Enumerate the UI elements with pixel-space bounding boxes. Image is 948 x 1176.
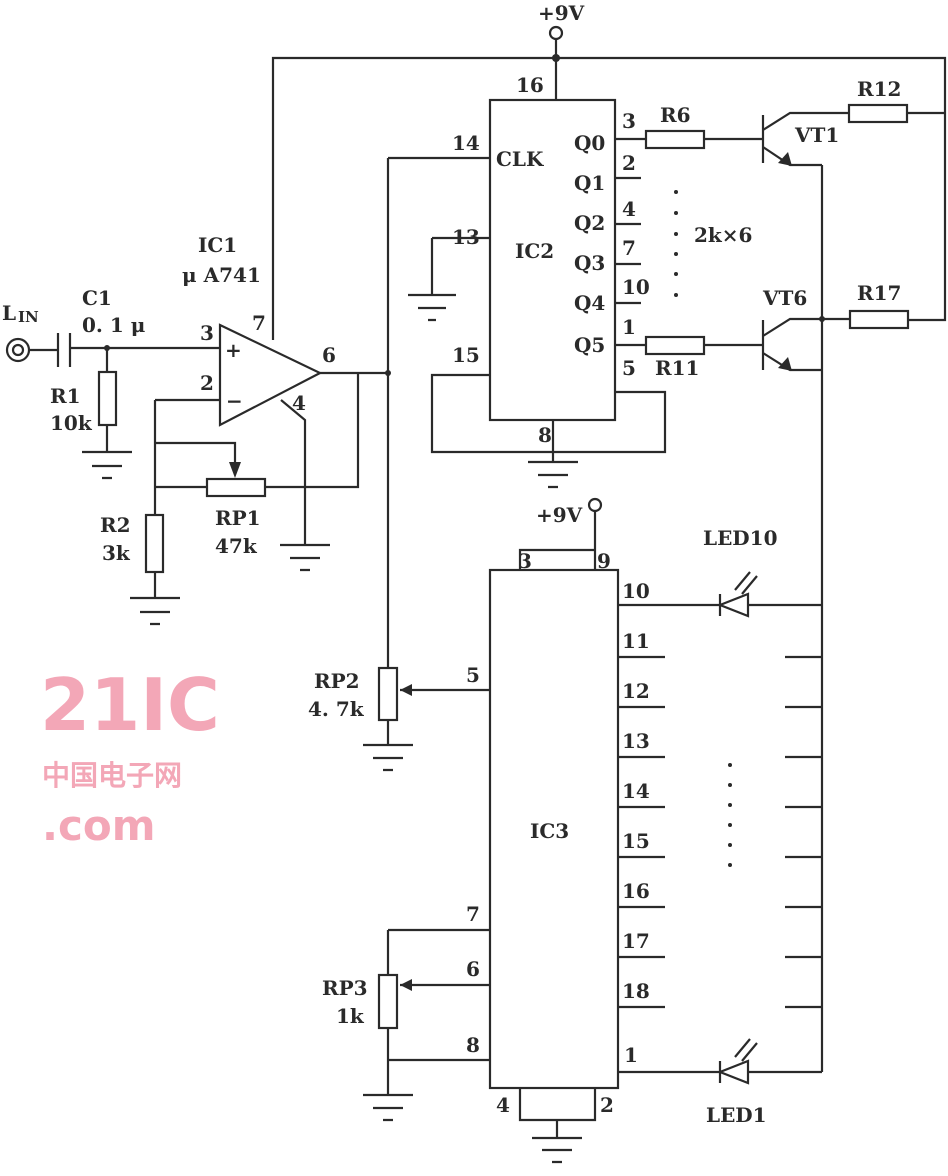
svg-text:1: 1 xyxy=(624,1043,638,1067)
ellipsis-dots xyxy=(674,190,678,297)
svg-text:15: 15 xyxy=(452,343,480,367)
input-sub: IN xyxy=(18,308,39,326)
svg-text:VT6: VT6 xyxy=(762,286,807,310)
potentiometer-rp3: RP3 1k xyxy=(322,973,399,1030)
resistor-r2: R2 3k xyxy=(100,513,165,574)
svg-text:6: 6 xyxy=(466,957,480,981)
resistor-r12: R12 xyxy=(847,77,909,124)
svg-text:1k: 1k xyxy=(336,1004,365,1028)
potentiometer-rp1: RP1 47k xyxy=(205,477,267,558)
svg-text:2: 2 xyxy=(622,151,636,175)
led10: LED10 xyxy=(703,526,777,618)
svg-text:Q3: Q3 xyxy=(574,251,605,275)
svg-text:Q4: Q4 xyxy=(574,291,605,315)
svg-text:9: 9 xyxy=(597,549,611,573)
svg-text:16: 16 xyxy=(516,73,544,97)
input-jack: L IN xyxy=(2,301,220,363)
svg-text:Q5: Q5 xyxy=(574,333,605,357)
svg-text:14: 14 xyxy=(452,131,480,155)
transistor-vt1: VT1 xyxy=(761,111,849,167)
svg-text:R6: R6 xyxy=(660,103,691,127)
ic3-display-driver: +9V 3 9 IC3 5 7 6 8 4 2 1 10 11 12 13 14… xyxy=(363,497,822,1164)
svg-text:7: 7 xyxy=(622,236,636,260)
resistor-r17: R17 xyxy=(848,281,910,330)
svg-text:1: 1 xyxy=(622,315,636,339)
svg-text:10: 10 xyxy=(622,275,650,299)
svg-text:RP2: RP2 xyxy=(314,669,360,693)
watermark-small: 中国电子网 xyxy=(42,759,182,792)
svg-text:6: 6 xyxy=(322,343,336,367)
svg-text:0. 1 μ: 0. 1 μ xyxy=(82,313,145,337)
svg-text:IC1: IC1 xyxy=(198,233,237,257)
svg-text:5: 5 xyxy=(466,663,480,687)
svg-text:3: 3 xyxy=(200,321,214,345)
svg-text:−: − xyxy=(226,389,243,413)
svg-text:4: 4 xyxy=(622,197,636,221)
svg-text:+: + xyxy=(225,338,242,362)
svg-text:VT1: VT1 xyxy=(794,123,839,147)
svg-text:14: 14 xyxy=(622,779,650,803)
resistor-r11: R11 xyxy=(644,335,706,380)
svg-text:Q0: Q0 xyxy=(574,131,605,155)
transistor-vt6: VT6 xyxy=(761,286,850,372)
svg-text:R1: R1 xyxy=(50,384,81,408)
svg-text:7: 7 xyxy=(252,311,266,335)
svg-text:13: 13 xyxy=(622,729,650,753)
svg-text:IC3: IC3 xyxy=(530,819,569,843)
svg-text:LED1: LED1 xyxy=(706,1103,767,1127)
resistor-r1: R1 10k xyxy=(50,345,132,480)
svg-text:3: 3 xyxy=(622,109,636,133)
svg-text:RP1: RP1 xyxy=(215,506,261,530)
svg-text:IC2: IC2 xyxy=(515,239,554,263)
svg-text:8: 8 xyxy=(466,1033,480,1057)
capacitor-c1: C1 0. 1 μ xyxy=(56,286,145,367)
svg-text:RP3: RP3 xyxy=(322,976,368,1000)
svg-text:8: 8 xyxy=(538,423,552,447)
svg-text:Q1: Q1 xyxy=(574,171,605,195)
svg-text:2k×6: 2k×6 xyxy=(694,223,752,247)
svg-text:4: 4 xyxy=(496,1093,510,1117)
svg-text:3k: 3k xyxy=(102,541,131,565)
svg-text:2: 2 xyxy=(600,1093,614,1117)
svg-text:R12: R12 xyxy=(857,77,901,101)
svg-text:3: 3 xyxy=(518,549,532,573)
led1: LED1 xyxy=(706,1038,767,1127)
svg-text:10: 10 xyxy=(622,579,650,603)
svg-text:11: 11 xyxy=(622,629,650,653)
svg-text:18: 18 xyxy=(622,979,650,1003)
ic2-counter: 16 IC2 CLK 14 1 3 15 8 5 Q0 Q1 Q2 Q3 Q4 Q… xyxy=(386,73,763,668)
svg-text:5: 5 xyxy=(622,356,636,380)
svg-text:LED10: LED10 xyxy=(703,526,777,550)
svg-text:2: 2 xyxy=(200,371,214,395)
watermark-logo: 21IC 中国电子网 .com xyxy=(40,663,220,850)
svg-text:R11: R11 xyxy=(655,356,699,380)
svg-text:CLK: CLK xyxy=(496,147,544,171)
svg-text:16: 16 xyxy=(622,879,650,903)
svg-text:10k: 10k xyxy=(50,411,93,435)
svg-text:R2: R2 xyxy=(100,513,131,537)
supply-9v-top: +9V xyxy=(271,1,947,340)
opamp-ic1: IC1 μ A741 3 2 7 6 4 + − xyxy=(130,233,391,626)
svg-text:15: 15 xyxy=(622,829,650,853)
svg-text:C1: C1 xyxy=(82,286,112,310)
svg-text:17: 17 xyxy=(622,929,650,953)
watermark-com: .com xyxy=(42,801,155,850)
input-label: L xyxy=(2,301,16,325)
svg-text:4: 4 xyxy=(292,391,306,415)
svg-text:Q2: Q2 xyxy=(574,211,605,235)
svg-text:R17: R17 xyxy=(857,281,901,305)
svg-text:4. 7k: 4. 7k xyxy=(308,697,365,721)
svg-text:47k: 47k xyxy=(215,534,258,558)
potentiometer-rp2: RP2 4. 7k xyxy=(308,666,399,722)
svg-text:+9V: +9V xyxy=(536,503,583,527)
supply-label: +9V xyxy=(538,1,585,25)
svg-text:μ A741: μ A741 xyxy=(182,263,261,287)
resistor-r6: R6 xyxy=(644,103,706,150)
svg-text:12: 12 xyxy=(622,679,650,703)
svg-text:7: 7 xyxy=(466,902,480,926)
watermark-big: 21IC xyxy=(40,663,220,747)
